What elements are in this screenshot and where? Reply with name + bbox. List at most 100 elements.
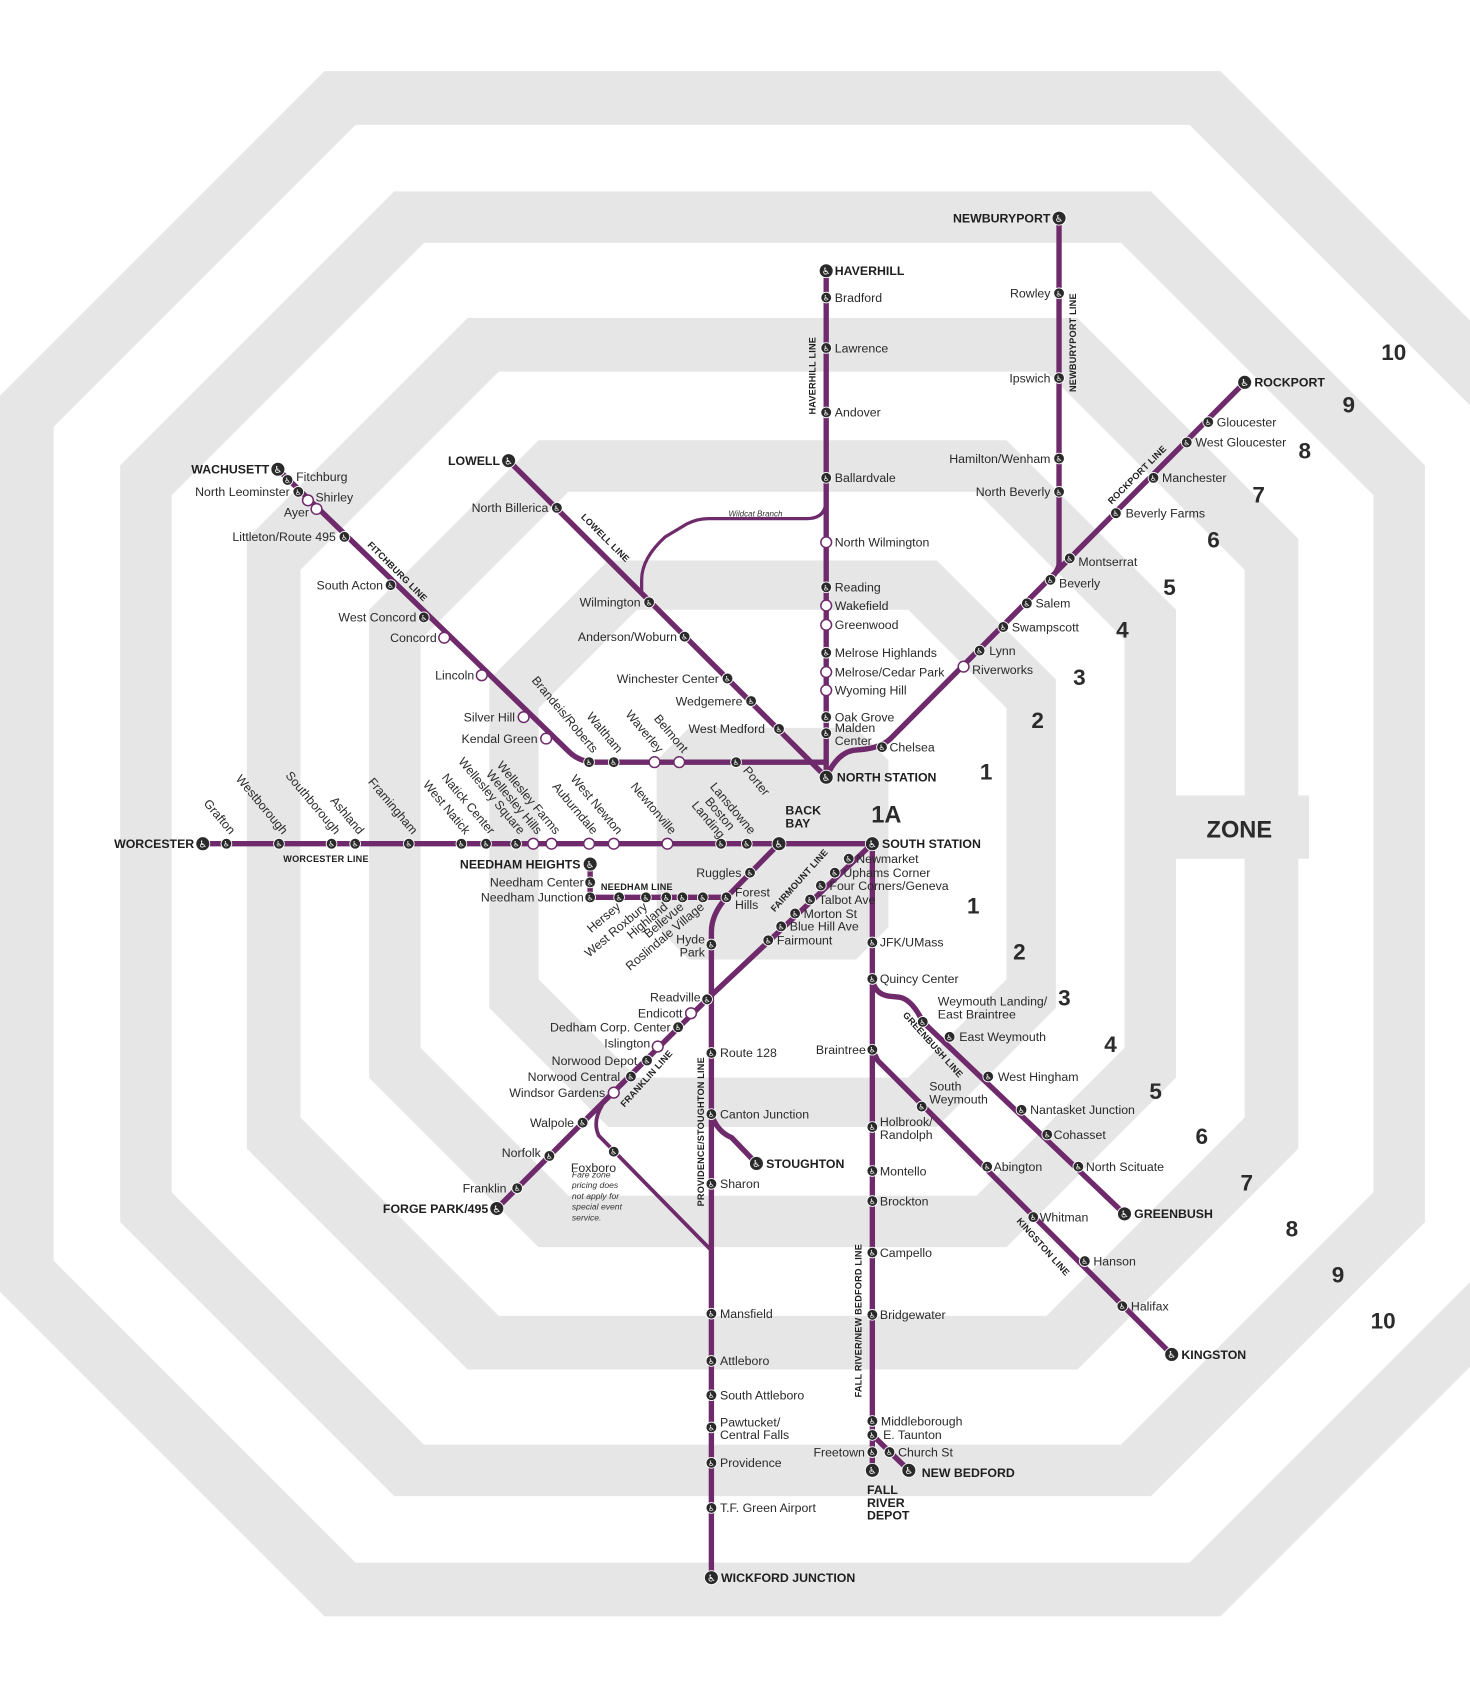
accessible-station-icon[interactable] (997, 621, 1010, 633)
accessible-station-icon[interactable] (1021, 597, 1033, 610)
station-marker[interactable] (310, 502, 323, 516)
accessible-station-icon[interactable] (338, 531, 351, 543)
station[interactable]: ♿West Medford (689, 722, 785, 736)
accessible-station-icon[interactable] (762, 934, 775, 947)
station[interactable]: ♿JFK/UMass (866, 936, 944, 950)
station-marker[interactable] (820, 599, 833, 612)
station[interactable]: ♿Blue Hill Ave (775, 920, 859, 934)
station[interactable]: ♿Reading (820, 581, 881, 595)
accessible-station-icon[interactable] (820, 291, 832, 304)
accessible-station-icon[interactable] (1051, 210, 1067, 226)
accessible-station-icon[interactable] (1117, 1206, 1132, 1222)
station-marker[interactable] (684, 1007, 698, 1020)
station[interactable]: ♿Lawrence (820, 341, 889, 355)
station-marker[interactable] (527, 837, 540, 850)
station[interactable]: ♿Winchester Center (617, 672, 734, 686)
station[interactable]: ♿Uphams Corner (828, 866, 930, 880)
station[interactable]: ♿Salem (1021, 597, 1070, 611)
accessible-station-icon[interactable] (820, 727, 832, 739)
station[interactable]: ♿Franklin (463, 1181, 523, 1195)
station[interactable]: ♿Norwood Central (528, 1070, 637, 1084)
station[interactable]: ♿Braintree (816, 1043, 879, 1057)
station-marker[interactable] (661, 837, 674, 850)
accessible-station-icon[interactable] (815, 879, 827, 892)
accessible-station-icon[interactable] (916, 1016, 929, 1028)
accessible-station-icon[interactable] (705, 1047, 718, 1059)
station[interactable]: ♿KINGSTON (1164, 1347, 1247, 1362)
station[interactable]: ♿STOUGHTON (749, 1156, 845, 1171)
accessible-station-icon[interactable] (973, 644, 986, 657)
station[interactable]: ♿Lynn (973, 644, 1016, 658)
station[interactable]: Wyoming Hill (820, 684, 907, 698)
station[interactable]: ♿Providence (705, 1456, 782, 1470)
accessible-station-icon[interactable] (1063, 552, 1076, 565)
station[interactable]: ♿Oak Grove (820, 710, 895, 724)
accessible-station-icon[interactable] (584, 891, 596, 904)
station[interactable]: ♿Wedgemere (676, 694, 757, 708)
station[interactable]: Islington (604, 1037, 664, 1053)
accessible-station-icon[interactable] (715, 837, 727, 850)
station[interactable]: ♿Brockton (866, 1194, 929, 1208)
accessible-station-icon[interactable] (943, 1031, 956, 1043)
accessible-station-icon[interactable] (1053, 485, 1065, 498)
accessible-station-icon[interactable] (721, 672, 734, 685)
station[interactable]: ♿South Acton (317, 578, 397, 592)
station[interactable]: ♿Melrose Highlands (820, 646, 937, 660)
station-marker[interactable] (607, 837, 620, 850)
accessible-station-icon[interactable] (866, 1165, 879, 1177)
accessible-station-icon[interactable] (745, 695, 757, 707)
station[interactable]: North Wilmington (820, 536, 930, 550)
station[interactable]: Concord (390, 631, 451, 645)
station[interactable]: ♿Bridgewater (866, 1308, 946, 1322)
accessible-station-icon[interactable] (455, 837, 468, 850)
station[interactable]: ♿Dedham Corp. Center (550, 1020, 684, 1034)
accessible-station-icon[interactable] (511, 1182, 523, 1194)
accessible-station-icon[interactable] (744, 866, 756, 879)
accessible-station-icon[interactable] (705, 1421, 718, 1434)
accessible-station-icon[interactable] (501, 453, 517, 469)
accessible-station-icon[interactable] (273, 837, 285, 850)
station[interactable]: ♿Cohasset (1041, 1128, 1106, 1142)
station[interactable]: ♿Hamilton/Wenham (949, 452, 1065, 466)
station[interactable]: ♿Fitchburg (281, 470, 348, 486)
accessible-station-icon[interactable] (1053, 372, 1065, 384)
accessible-station-icon[interactable] (705, 1389, 718, 1402)
accessible-station-icon[interactable] (643, 596, 655, 609)
accessible-station-icon[interactable] (660, 891, 673, 904)
station[interactable]: ♿WACHUSETT (191, 461, 286, 477)
accessible-station-icon[interactable] (625, 1070, 637, 1083)
station-marker[interactable] (301, 494, 315, 507)
station[interactable]: ♿ROCKPORT (1237, 374, 1326, 390)
station[interactable]: ♿Freetown (813, 1445, 879, 1459)
accessible-station-icon[interactable] (195, 836, 211, 852)
station[interactable]: ♿Talbot Ave (804, 893, 876, 907)
station[interactable]: ♿Weymouth Landing/East Braintree (916, 995, 1048, 1028)
accessible-station-icon[interactable] (1079, 1255, 1091, 1267)
accessible-station-icon[interactable] (583, 756, 595, 768)
accessible-station-icon[interactable] (705, 1502, 718, 1514)
station[interactable]: ♿Middleborough (866, 1414, 963, 1428)
accessible-station-icon[interactable] (1164, 1347, 1180, 1362)
accessible-station-icon[interactable] (1072, 1160, 1085, 1173)
accessible-station-icon[interactable] (325, 837, 338, 850)
accessible-station-icon[interactable] (866, 1121, 879, 1133)
station[interactable]: ♿Holbrook/Randolph (866, 1115, 933, 1142)
station[interactable]: ♿Montserrat (1063, 552, 1138, 569)
accessible-station-icon[interactable] (883, 1446, 896, 1458)
accessible-station-icon[interactable] (641, 1054, 653, 1067)
station[interactable]: ♿Needham Junction (481, 891, 596, 905)
accessible-station-icon[interactable] (1237, 374, 1253, 390)
station-marker[interactable] (475, 669, 488, 682)
station-marker[interactable] (651, 1040, 664, 1053)
station[interactable]: Lincoln (435, 669, 488, 683)
station[interactable]: ♿WORCESTER (114, 836, 211, 852)
station[interactable]: ♿Mansfield (705, 1307, 773, 1321)
accessible-station-icon[interactable] (1180, 436, 1193, 449)
station-marker[interactable] (673, 756, 686, 769)
accessible-station-icon[interactable] (489, 1201, 505, 1216)
station[interactable]: ♿Foxboro (571, 1145, 620, 1175)
accessible-station-icon[interactable] (270, 461, 286, 477)
